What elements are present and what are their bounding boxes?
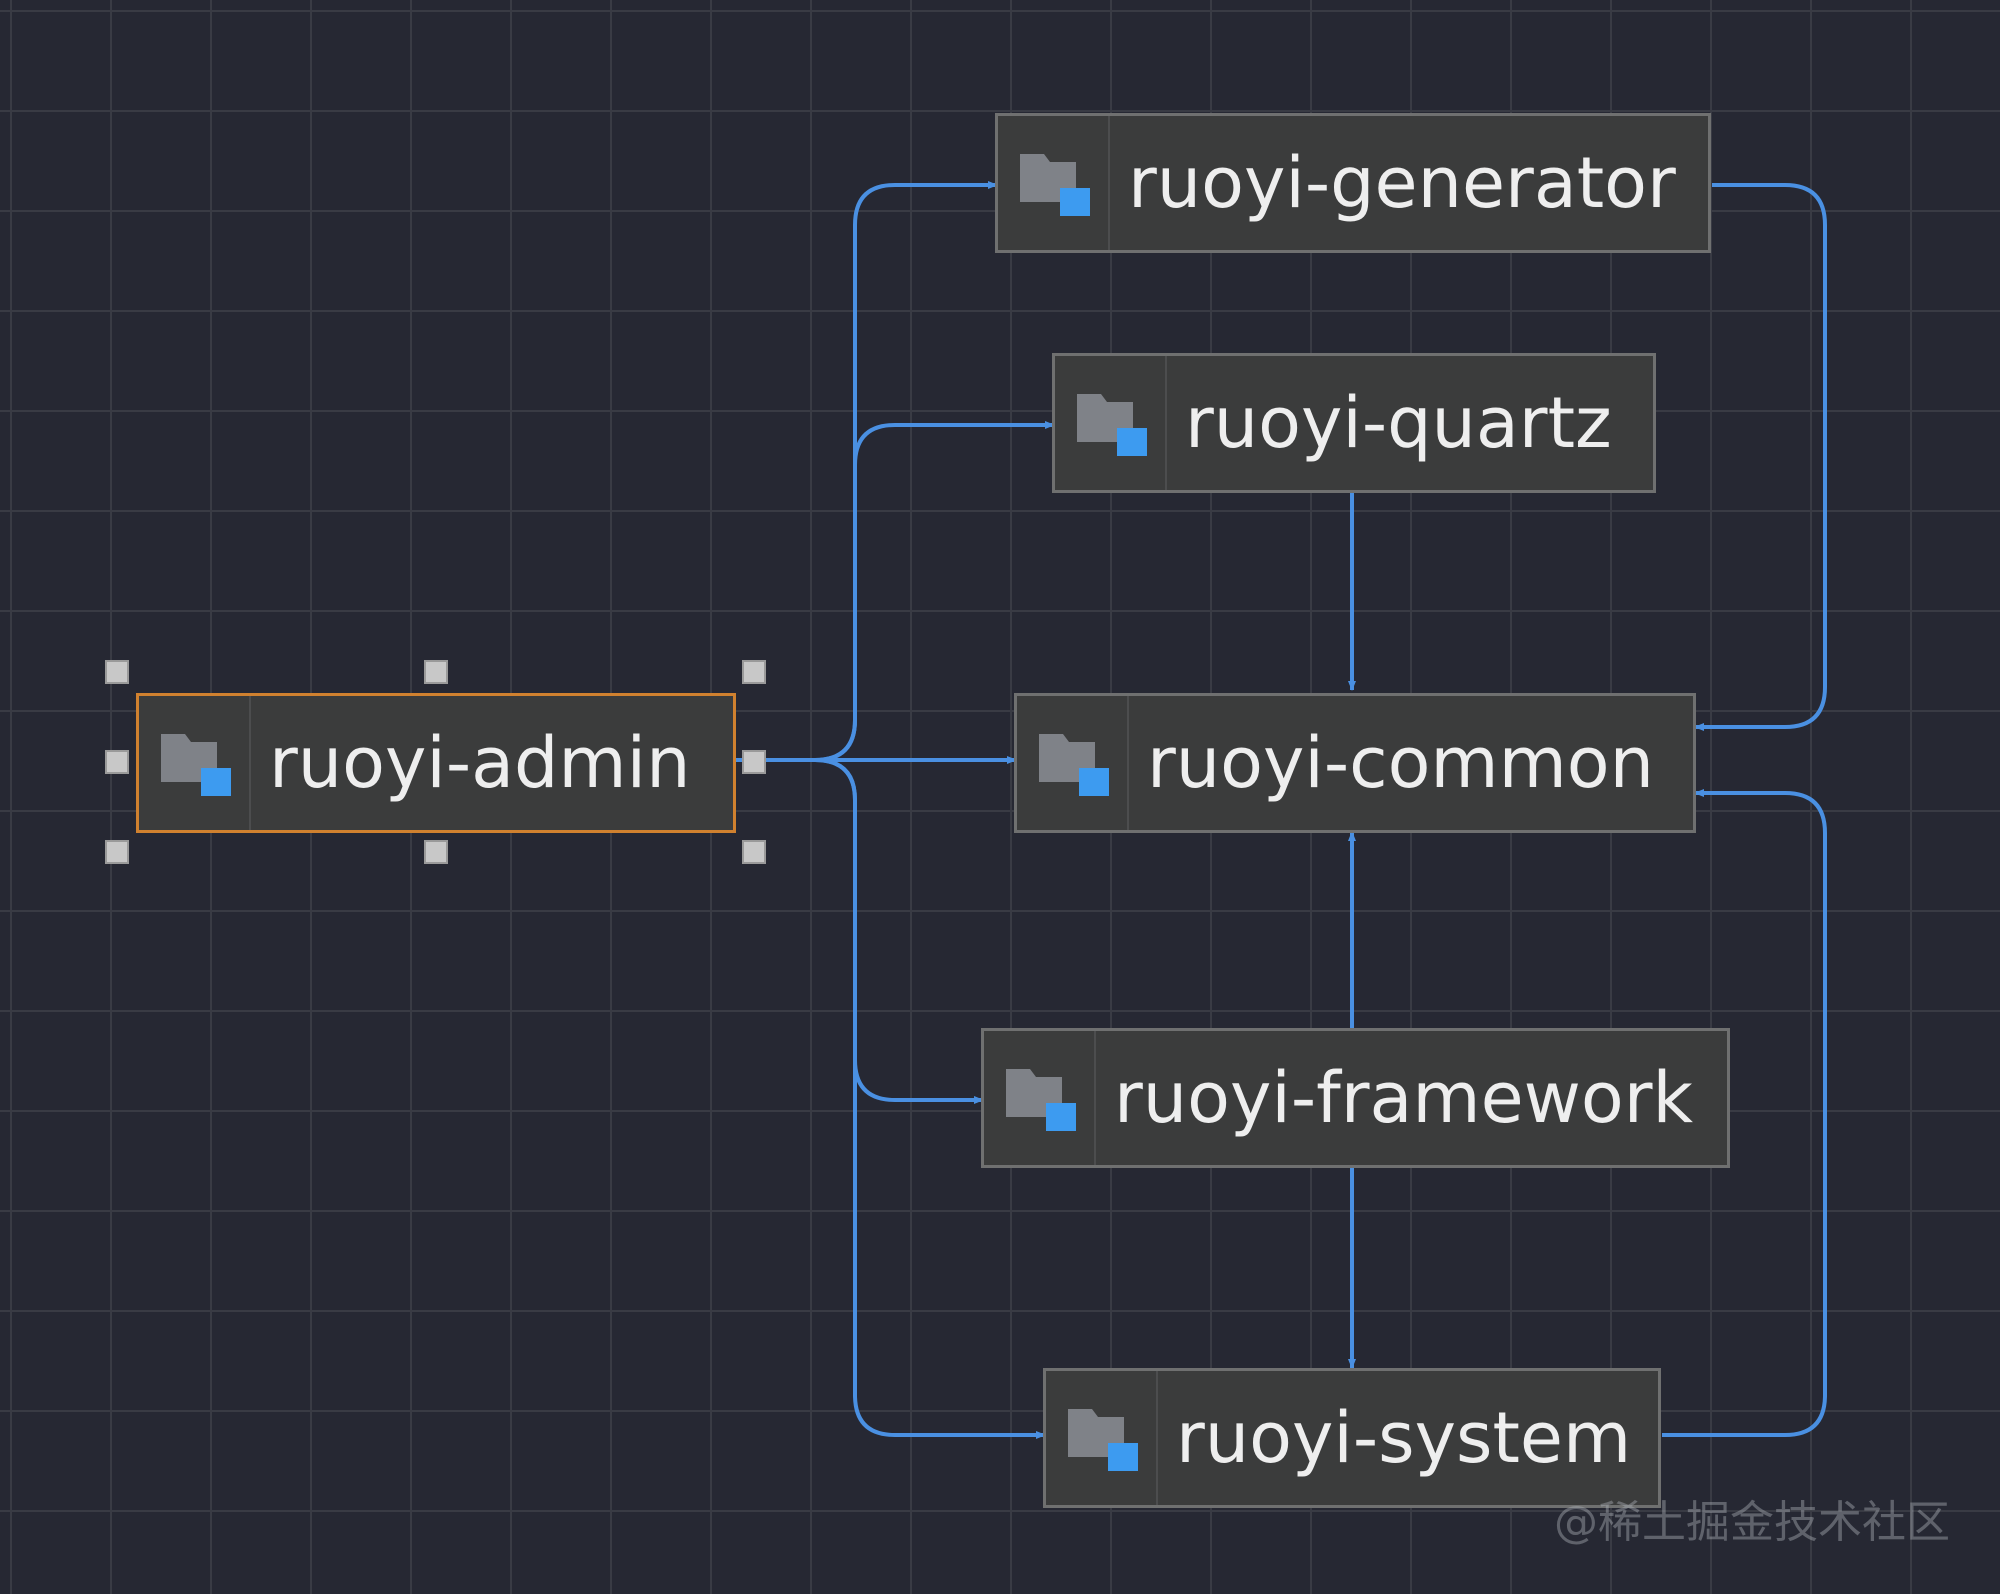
edge-admin-to-system <box>735 758 1046 1439</box>
node-ruoyi-system[interactable]: ruoyi-system <box>1043 1368 1661 1508</box>
module-folder-icon <box>1039 734 1109 796</box>
edge-admin-to-generator <box>735 181 998 762</box>
module-folder-icon <box>1006 1069 1076 1131</box>
node-label: ruoyi-common <box>1147 722 1654 804</box>
resize-handle-top[interactable] <box>424 660 448 684</box>
resize-handle-left[interactable] <box>105 750 129 774</box>
edge-admin-to-framework <box>735 758 984 1104</box>
node-ruoyi-admin[interactable]: ruoyi-admin <box>136 693 736 833</box>
resize-handle-top-left[interactable] <box>105 660 129 684</box>
module-folder-icon <box>161 734 231 796</box>
module-folder-icon <box>1020 154 1090 216</box>
resize-handle-bottom[interactable] <box>424 840 448 864</box>
node-label: ruoyi-generator <box>1128 142 1676 224</box>
resize-handle-bottom-right[interactable] <box>742 840 766 864</box>
node-label: ruoyi-system <box>1176 1397 1632 1479</box>
resize-handle-bottom-left[interactable] <box>105 840 129 864</box>
node-ruoyi-common[interactable]: ruoyi-common <box>1014 693 1696 833</box>
edge-generator-to-common <box>1694 183 1827 731</box>
node-label: ruoyi-quartz <box>1185 382 1612 464</box>
node-ruoyi-generator[interactable]: ruoyi-generator <box>995 113 1711 253</box>
watermark: @稀土掘金技术社区 <box>1554 1497 1950 1548</box>
node-ruoyi-quartz[interactable]: ruoyi-quartz <box>1052 353 1656 493</box>
module-folder-icon <box>1077 394 1147 456</box>
node-label: ruoyi-admin <box>269 722 691 804</box>
edge-admin-to-quartz <box>735 421 1055 762</box>
resize-handle-right[interactable] <box>742 750 766 774</box>
resize-handle-top-right[interactable] <box>742 660 766 684</box>
module-folder-icon <box>1068 1409 1138 1471</box>
node-label: ruoyi-framework <box>1114 1057 1694 1139</box>
edge-system-to-common <box>1662 789 1827 1437</box>
node-ruoyi-framework[interactable]: ruoyi-framework <box>981 1028 1730 1168</box>
